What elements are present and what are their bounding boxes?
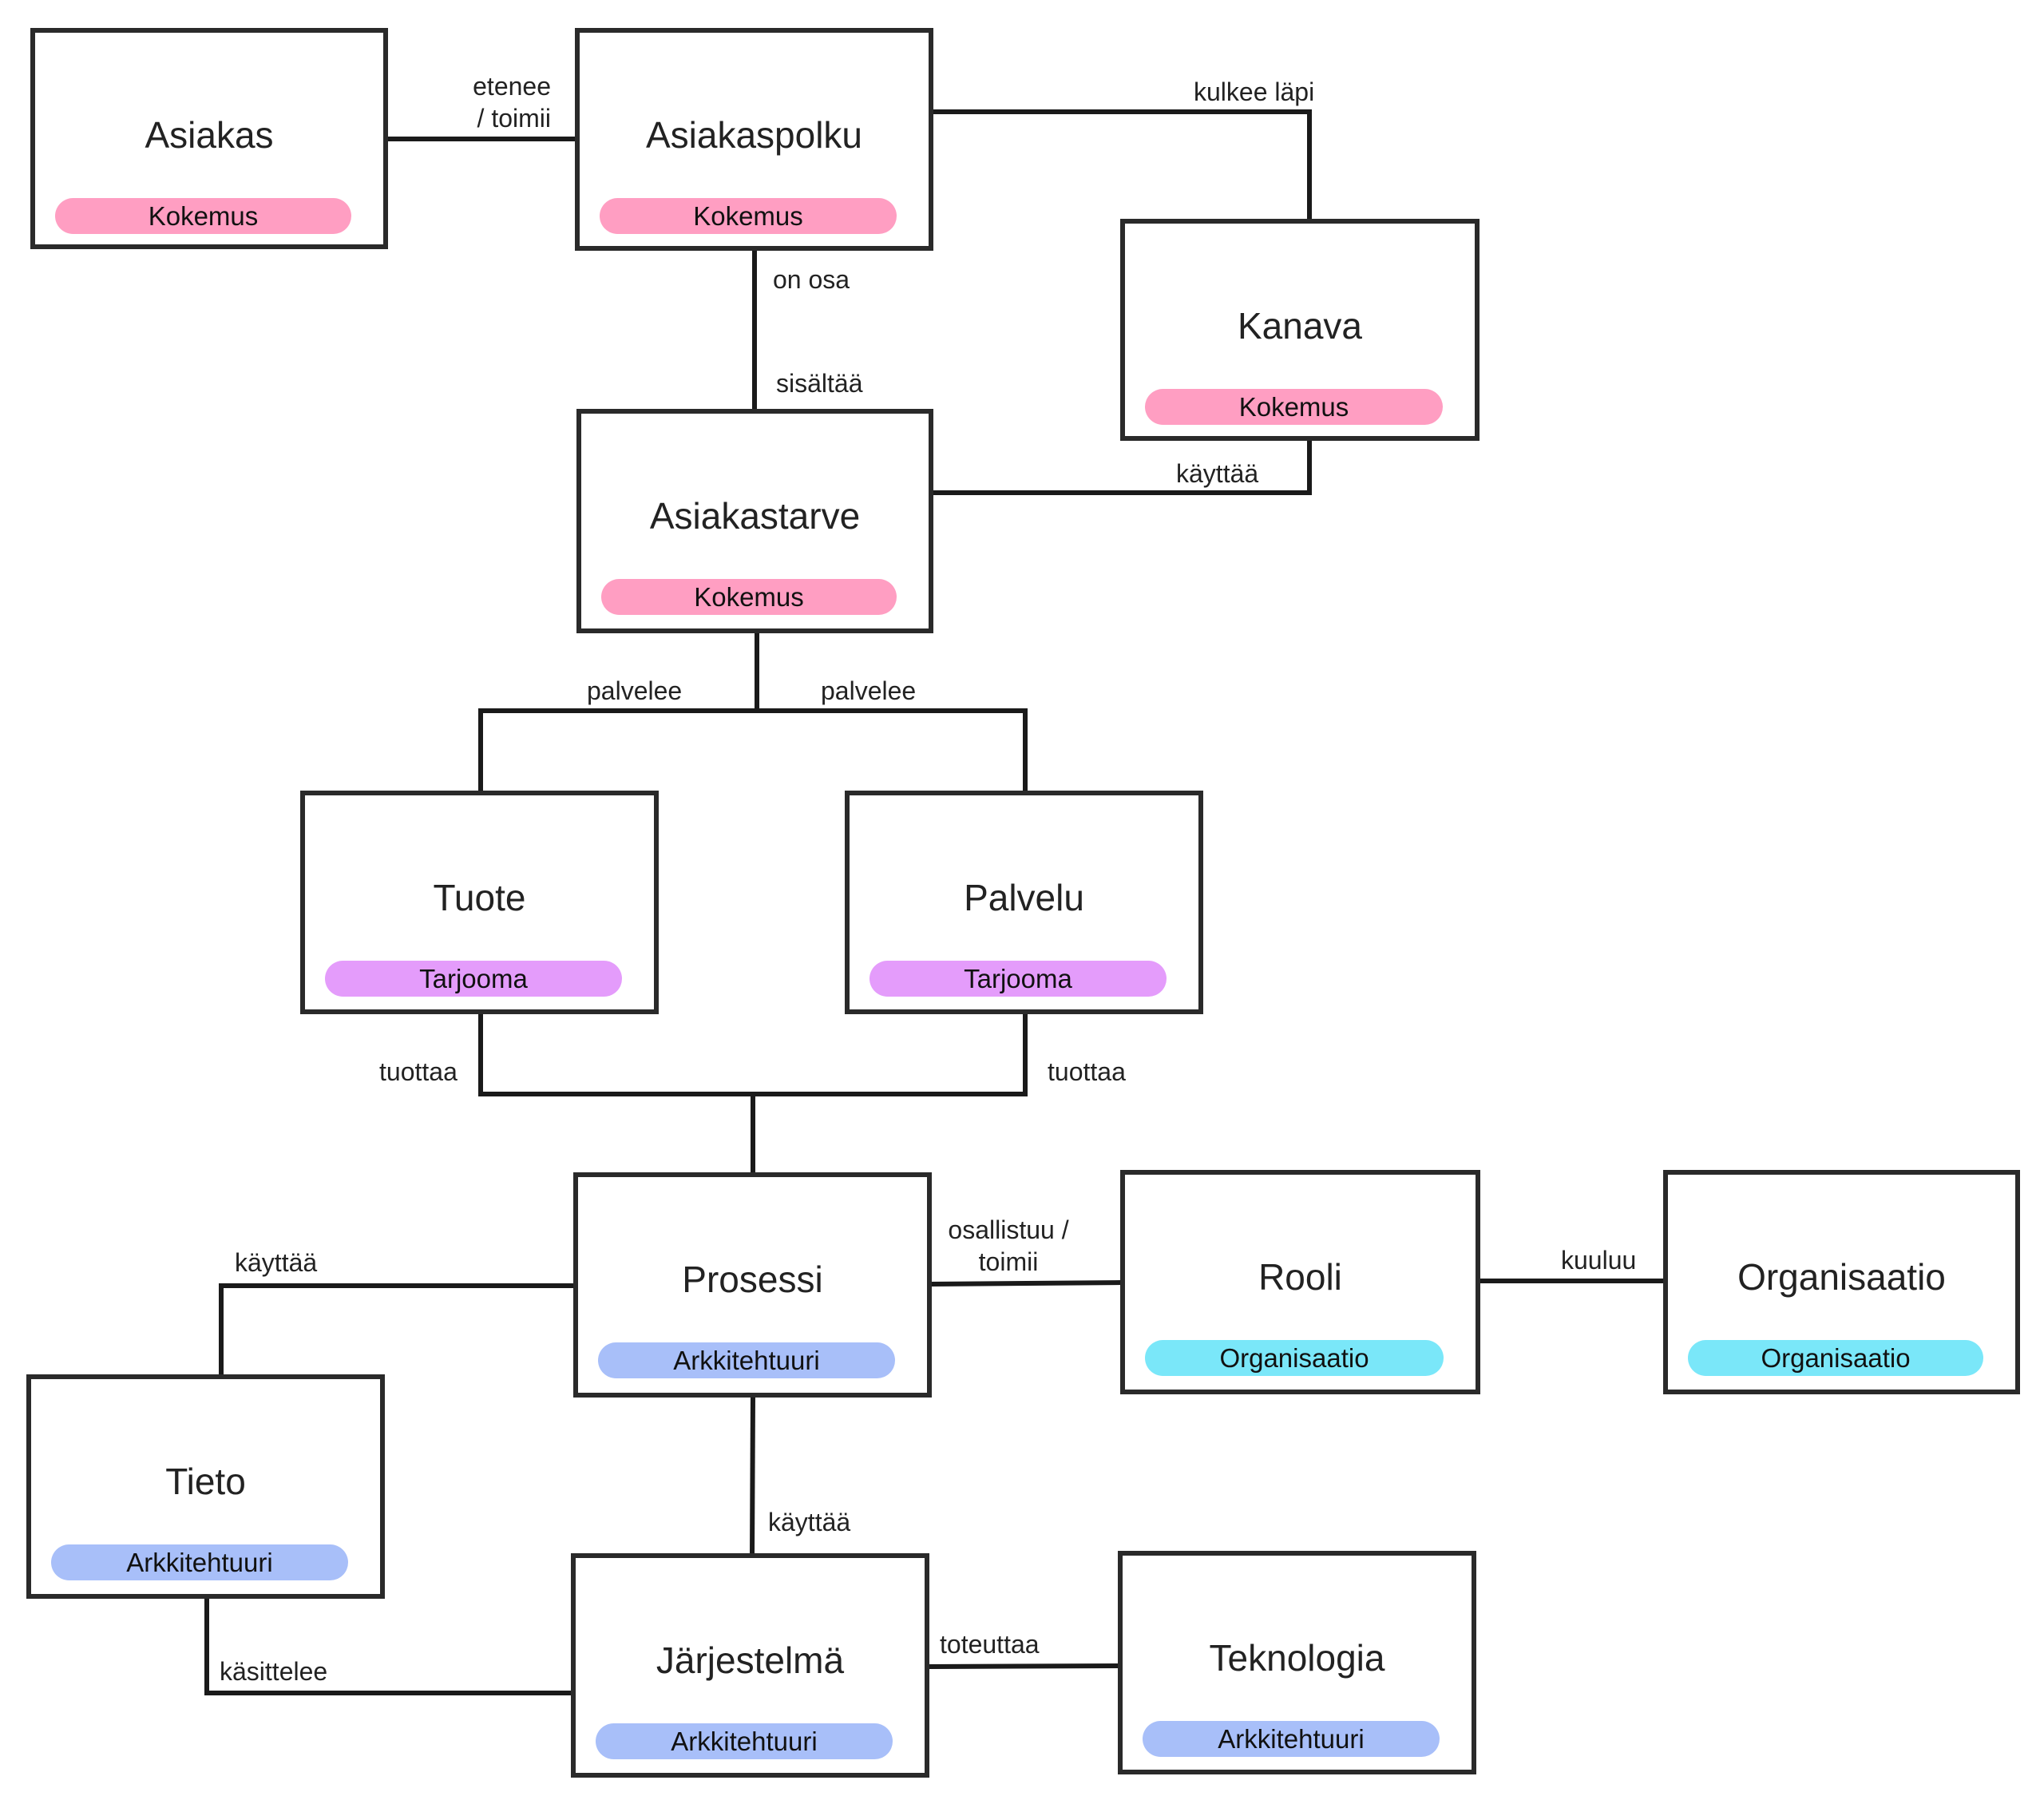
node-tieto[interactable]: Tieto Arkkitehtuuri — [26, 1374, 385, 1599]
node-tag: Tarjooma — [325, 961, 622, 997]
node-tag: Organisaatio — [1145, 1340, 1444, 1376]
edge-label-sisaltaa: sisältää — [776, 369, 863, 398]
edge-label-on-osa: on osa — [773, 265, 850, 294]
node-tag: Tarjooma — [869, 961, 1167, 997]
node-tuote[interactable]: Tuote Tarjooma — [300, 791, 659, 1014]
node-rooli[interactable]: Rooli Organisaatio — [1120, 1170, 1480, 1394]
edge-label-line: osallistuu / — [948, 1215, 1069, 1244]
node-title: Teknologia — [1209, 1637, 1385, 1679]
edge-tuote-palvelu-split — [478, 708, 1028, 793]
edge-label-line: toimii — [978, 1247, 1039, 1276]
edge-label-line: etenee — [473, 72, 551, 101]
node-tag: Arkkitehtuuri — [598, 1342, 895, 1378]
edge-asiakaspolku-kanava — [931, 109, 1312, 221]
node-title: Prosessi — [682, 1259, 823, 1300]
edge-label-toteuttaa: toteuttaa — [940, 1630, 1040, 1659]
edge-label-kulkee-lapi: kulkee läpi — [1194, 77, 1315, 106]
node-asiakaspolku[interactable]: Asiakaspolku Kokemus — [575, 28, 933, 251]
edge-label-etenee: etenee / toimii — [443, 70, 551, 134]
node-tag: Kokemus — [1145, 389, 1443, 425]
edge-label-kasittelee: käsittelee — [220, 1657, 328, 1686]
node-title: Asiakas — [145, 114, 274, 156]
edge-label-palvelee-right: palvelee — [821, 676, 917, 705]
node-tag: Arkkitehtuuri — [1143, 1721, 1440, 1757]
node-organisaatio[interactable]: Organisaatio Organisaatio — [1663, 1170, 2020, 1394]
node-title: Palvelu — [964, 877, 1084, 918]
node-palvelu[interactable]: Palvelu Tarjooma — [845, 791, 1203, 1014]
edge-label-kayttaa-kanava: käyttää — [1176, 459, 1259, 488]
node-tag: Arkkitehtuuri — [596, 1723, 893, 1759]
edge-jarjestelma-teknologia — [929, 1663, 1123, 1669]
edge-label-kuuluu: kuuluu — [1561, 1246, 1637, 1275]
node-asiakas[interactable]: Asiakas Kokemus — [30, 28, 388, 249]
node-title: Tuote — [433, 877, 526, 918]
node-jarjestelma[interactable]: Järjestelmä Arkkitehtuuri — [571, 1553, 929, 1778]
node-title: Tieto — [165, 1461, 246, 1502]
edge-tieto-jarjestelma — [204, 1596, 574, 1695]
edge-prosessi-tieto — [219, 1283, 576, 1378]
node-prosessi[interactable]: Prosessi Arkkitehtuuri — [573, 1172, 932, 1398]
edge-label-line: / toimii — [477, 104, 551, 133]
edge-label-tuottaa-left: tuottaa — [379, 1057, 458, 1086]
node-teknologia[interactable]: Teknologia Arkkitehtuuri — [1118, 1551, 1476, 1774]
node-title: Kanava — [1237, 305, 1362, 347]
node-tag: Kokemus — [600, 198, 897, 234]
edge-tuote-palvelu-join — [478, 1012, 1028, 1096]
node-kanava[interactable]: Kanava Kokemus — [1120, 219, 1480, 441]
edge-label-tuottaa-right: tuottaa — [1048, 1057, 1126, 1086]
node-tag: Kokemus — [601, 579, 897, 615]
node-title: Rooli — [1258, 1256, 1342, 1298]
edge-prosessi-rooli — [930, 1280, 1123, 1287]
edge-label-kayttaa-jarjestelma: käyttää — [768, 1508, 851, 1536]
node-tag: Arkkitehtuuri — [51, 1544, 348, 1580]
edge-label-osallistuu: osallistuu / toimii — [933, 1214, 1084, 1278]
edge-prosessi-jarjestelma — [750, 1394, 755, 1558]
node-title: Organisaatio — [1737, 1256, 1946, 1298]
node-tag: Kokemus — [55, 198, 351, 234]
node-title: Asiakastarve — [649, 495, 861, 537]
edge-label-palvelee-left: palvelee — [587, 676, 683, 705]
node-tag: Organisaatio — [1688, 1340, 1983, 1376]
node-title: Järjestelmä — [656, 1639, 845, 1681]
node-asiakastarve[interactable]: Asiakastarve Kokemus — [576, 409, 933, 633]
edge-label-kayttaa-tieto: käyttää — [235, 1248, 318, 1277]
node-title: Asiakaspolku — [645, 114, 863, 156]
edge-asiakastarve-kanava — [931, 438, 1312, 495]
